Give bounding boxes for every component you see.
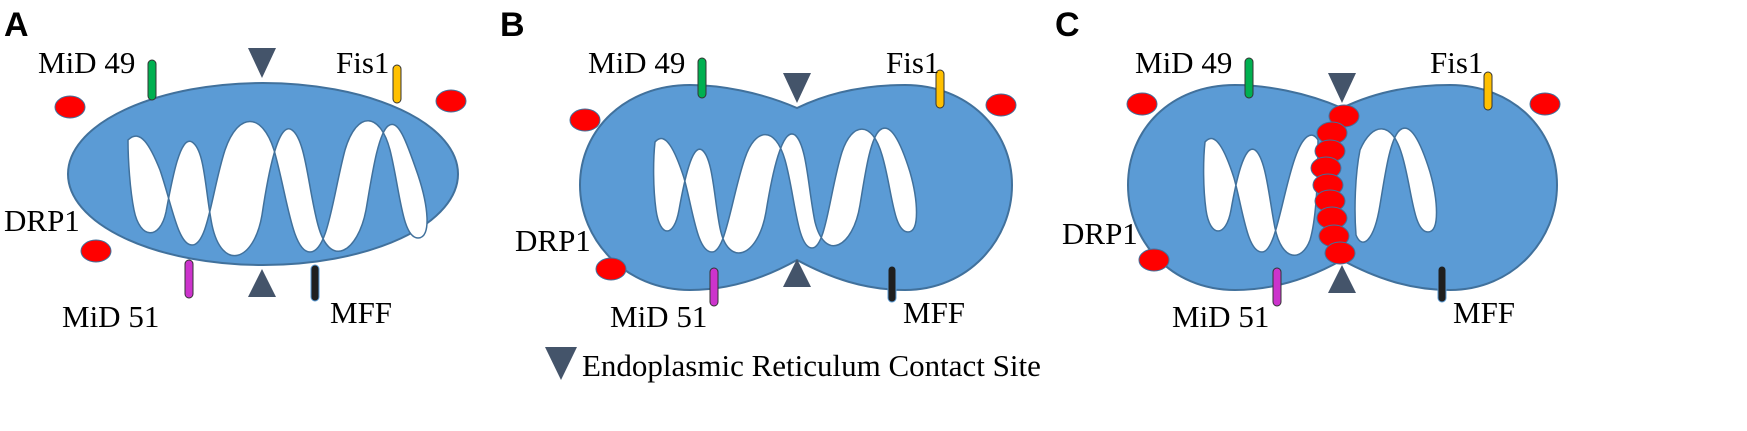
panel-c: C MiD 49 Fis1 DRP1 MiD 51 MFF — [1055, 6, 1561, 334]
drp1-dot-c1 — [1126, 92, 1158, 116]
mid51-receptor-b — [709, 267, 719, 307]
panel-a: A MiD 49 Fis1 DRP1 MiD 51 MFF — [4, 6, 467, 334]
fis1-receptor-b — [935, 69, 945, 109]
mid51-receptor-a — [184, 259, 194, 299]
label-drp1-b: DRP1 — [515, 223, 591, 258]
legend: Endoplasmic Reticulum Contact Site — [545, 347, 1041, 383]
er-contact-top-c — [1328, 73, 1356, 103]
fis1-receptor-a — [392, 64, 402, 104]
label-fis1-b: Fis1 — [886, 45, 939, 80]
legend-text: Endoplasmic Reticulum Contact Site — [582, 348, 1041, 383]
label-mid51-b: MiD 51 — [610, 299, 707, 334]
mff-receptor-a — [310, 264, 320, 302]
panel-letter-c: C — [1055, 6, 1080, 44]
label-fis1-a: Fis1 — [336, 45, 389, 80]
label-mff-c: MFF — [1453, 295, 1515, 330]
drp1-ring-dot — [1324, 241, 1356, 265]
fis1-receptor-c — [1483, 71, 1493, 111]
legend-er-triangle-icon — [545, 347, 577, 380]
cristae-c-right — [1354, 127, 1438, 243]
drp1-dot-c2 — [1529, 92, 1561, 116]
drp1-dot-b3 — [595, 257, 627, 281]
drp1-ring-c — [1310, 104, 1360, 265]
panel-letter-a: A — [4, 6, 29, 44]
label-mff-b: MFF — [903, 295, 965, 330]
drp1-dot-c3 — [1138, 248, 1170, 272]
panel-letter-b: B — [500, 6, 525, 44]
er-contact-top-b — [783, 73, 811, 103]
label-mid49-c: MiD 49 — [1135, 45, 1232, 80]
mid49-receptor-b — [697, 57, 707, 99]
label-mid49-b: MiD 49 — [588, 45, 685, 80]
label-drp1-c: DRP1 — [1062, 216, 1138, 251]
panel-b: B MiD 49 Fis1 DRP1 MiD 51 MFF — [500, 6, 1017, 334]
drp1-dot-a3 — [80, 239, 112, 263]
label-fis1-c: Fis1 — [1430, 45, 1483, 80]
drp1-dot-a2 — [435, 89, 467, 113]
drp1-dot-b2 — [985, 93, 1017, 117]
mid49-receptor-a — [147, 59, 157, 101]
label-mff-a: MFF — [330, 295, 392, 330]
cristae-a — [127, 120, 428, 257]
cristae-c — [1202, 134, 1319, 256]
er-contact-bottom-a — [248, 269, 276, 297]
label-drp1-a: DRP1 — [4, 203, 80, 238]
mid51-receptor-c — [1272, 267, 1282, 307]
drp1-dot-b1 — [569, 108, 601, 132]
mff-receptor-b — [887, 265, 897, 303]
er-contact-bottom-b — [783, 259, 811, 287]
drp1-dot-a1 — [54, 95, 86, 119]
label-mid51-c: MiD 51 — [1172, 299, 1269, 334]
label-mid49-a: MiD 49 — [38, 45, 135, 80]
mff-receptor-c — [1437, 265, 1447, 303]
label-mid51-a: MiD 51 — [62, 299, 159, 334]
er-contact-bottom-c — [1328, 265, 1356, 293]
cristae-b — [652, 127, 918, 254]
mid49-receptor-c — [1244, 57, 1254, 99]
er-contact-top-a — [248, 48, 276, 78]
